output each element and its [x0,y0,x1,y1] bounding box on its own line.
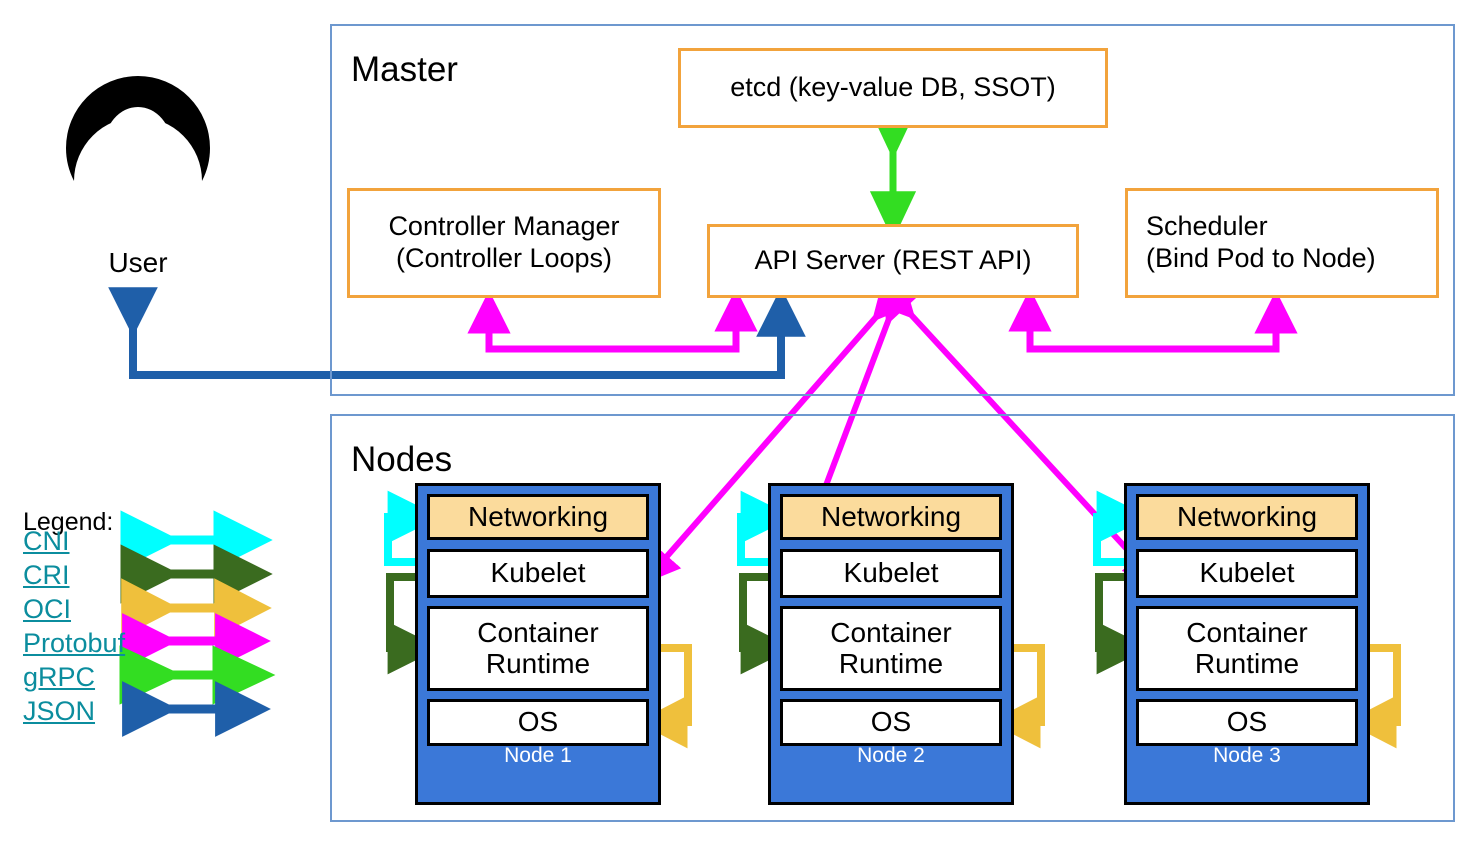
node-3-networking[interactable]: Networking [1136,494,1358,540]
node-1-os[interactable]: OS [427,699,649,746]
nodes-frame [330,414,1455,822]
node-1-networking-label: Networking [467,500,609,532]
node-1-os-label: OS [517,706,559,738]
node-3-label: Node 3 [1213,744,1281,767]
controller-manager-label-line2: (Controller Loops) [395,243,613,273]
node-1-networking[interactable]: Networking [427,494,649,540]
etcd-box[interactable]: etcd (key-value DB, SSOT) [678,48,1108,128]
node-1-runtime-label-line2: Runtime [485,647,591,679]
controller-manager-label-line1: Controller Manager [388,211,620,242]
node-3-runtime-label-line1: Container [1186,616,1308,648]
api-server-box[interactable]: API Server (REST API) [707,224,1079,298]
master-frame [330,24,1455,396]
user-avatar-icon [66,76,210,187]
legend-item-protobuf[interactable]: Protobuf [23,628,126,658]
node-2-kubelet-label: Kubelet [843,557,939,589]
api-server-label: API Server (REST API) [754,245,1032,276]
controller-manager-box[interactable]: Controller Manager (Controller Loops) [347,188,661,298]
node-3-os-label: OS [1226,706,1268,738]
legend-item-oci[interactable]: OCI [23,594,72,624]
node-2-label: Node 2 [857,744,925,767]
node-3-kubelet-label: Kubelet [1199,557,1295,589]
node-2-runtime-label-line1: Container [830,616,952,648]
legend-item-cri[interactable]: CRI [23,560,70,590]
master-title: Master [351,50,458,89]
node-2-networking[interactable]: Networking [780,494,1002,540]
node-3-kubelet[interactable]: Kubelet [1136,549,1358,598]
node-2-runtime-label-line2: Runtime [838,647,944,679]
nodes-title: Nodes [351,440,453,479]
node-3-container-runtime[interactable]: Container Runtime [1136,606,1358,691]
node-2-container-runtime[interactable]: Container Runtime [780,606,1002,691]
legend-item-json[interactable]: JSON [23,696,96,726]
node-1-label: Node 1 [504,744,572,767]
node-2-os[interactable]: OS [780,699,1002,746]
legend-title: Legend: [23,508,114,536]
node-2-networking-label: Networking [820,500,962,532]
node-2-kubelet[interactable]: Kubelet [780,549,1002,598]
node-3-os[interactable]: OS [1136,699,1358,746]
node-2-os-label: OS [870,706,912,738]
node-3-networking-label: Networking [1176,500,1318,532]
node-3-runtime-label-line2: Runtime [1194,647,1300,679]
node-1-container-runtime[interactable]: Container Runtime [427,606,649,691]
scheduler-label-line1: Scheduler [1146,211,1268,242]
node-1-kubelet[interactable]: Kubelet [427,549,649,598]
legend-item-cni[interactable]: CNI [23,526,70,556]
scheduler-label-line2: (Bind Pod to Node) [1146,243,1376,273]
etcd-label: etcd (key-value DB, SSOT) [730,72,1056,103]
user-label: User [108,247,168,278]
scheduler-box[interactable]: Scheduler (Bind Pod to Node) [1125,188,1439,298]
legend-item-grpc[interactable]: gRPC [23,662,96,692]
node-1-runtime-label-line1: Container [477,616,599,648]
node-1-kubelet-label: Kubelet [490,557,586,589]
